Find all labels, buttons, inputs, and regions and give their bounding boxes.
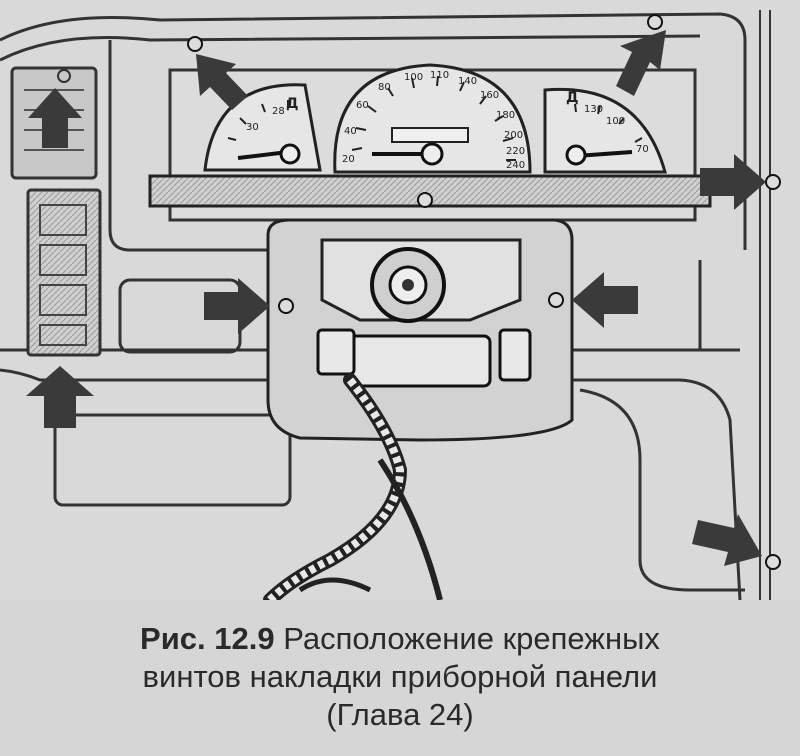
left-gauge-label: Д	[286, 96, 298, 112]
speed-scale-label: 160	[480, 90, 499, 101]
caption-line-2: винтов накладки приборной панели	[142, 659, 658, 694]
speed-scale-label: 80	[378, 82, 391, 93]
arrow-icon	[196, 54, 248, 110]
arrow-icon	[28, 88, 82, 148]
arrow-icon	[692, 514, 762, 566]
arrow-icon	[204, 278, 270, 334]
column-switch	[348, 334, 492, 388]
screw-icon	[647, 14, 663, 30]
caption-line-1: Рис. 12.9 Расположение крепежных	[0, 620, 800, 658]
speed-scale-label: 200	[504, 130, 523, 141]
arrow-icon	[572, 272, 638, 328]
odometer-window	[391, 127, 469, 143]
left-gauge-label: 28	[272, 106, 285, 117]
speed-scale-label: 110	[430, 70, 449, 81]
lower-panel-contour	[579, 388, 745, 592]
speed-scale-label: 240	[506, 160, 525, 171]
caption-line-3: (Глава 24)	[326, 697, 474, 732]
figure-number: 12.9	[214, 621, 275, 656]
speed-scale-label: 60	[356, 100, 369, 111]
switch-block	[26, 188, 102, 357]
arrow-icon	[616, 30, 666, 96]
pointer-arrows	[26, 30, 766, 566]
speed-scale-label: 40	[344, 126, 357, 137]
right-gauge-label: Д	[566, 90, 578, 106]
speed-scale-label: 220	[506, 146, 525, 157]
steering-column	[266, 218, 781, 570]
arrow-icon	[700, 154, 766, 210]
screw-icon	[278, 298, 294, 314]
arrow-icon	[26, 366, 94, 428]
screw-icon	[187, 36, 203, 52]
screw-icon	[417, 192, 433, 208]
left-gauge-label: 30	[246, 122, 259, 133]
screw-icon	[548, 292, 564, 308]
figure-label: Рис.	[140, 621, 206, 656]
screw-icon	[57, 69, 71, 83]
dashboard-illustration: 20 40 60 80 100 110 140 160 180 200 220 …	[0, 10, 781, 600]
instrument-panel-drawing: 20 40 60 80 100 110 140 160 180 200 220 …	[0, 10, 781, 600]
speed-scale-label: 180	[496, 110, 515, 121]
right-gauge-label: 100	[606, 116, 625, 127]
wiring-harness	[263, 373, 443, 600]
speed-scale-label: 20	[342, 154, 355, 165]
screw-icon	[765, 554, 781, 570]
speed-scale-label: 140	[458, 76, 477, 87]
speedometer	[333, 63, 532, 174]
caption-title-part-1: Расположение крепежных	[283, 621, 660, 656]
screw-icon	[765, 174, 781, 190]
speed-scale-label: 100	[404, 72, 423, 83]
right-gauge-label: 130	[584, 104, 603, 115]
right-gauge-label: 70	[636, 144, 649, 155]
figure-caption: Рис. 12.9 Расположение крепежных винтов …	[0, 600, 800, 756]
glovebox-outline	[53, 413, 292, 507]
